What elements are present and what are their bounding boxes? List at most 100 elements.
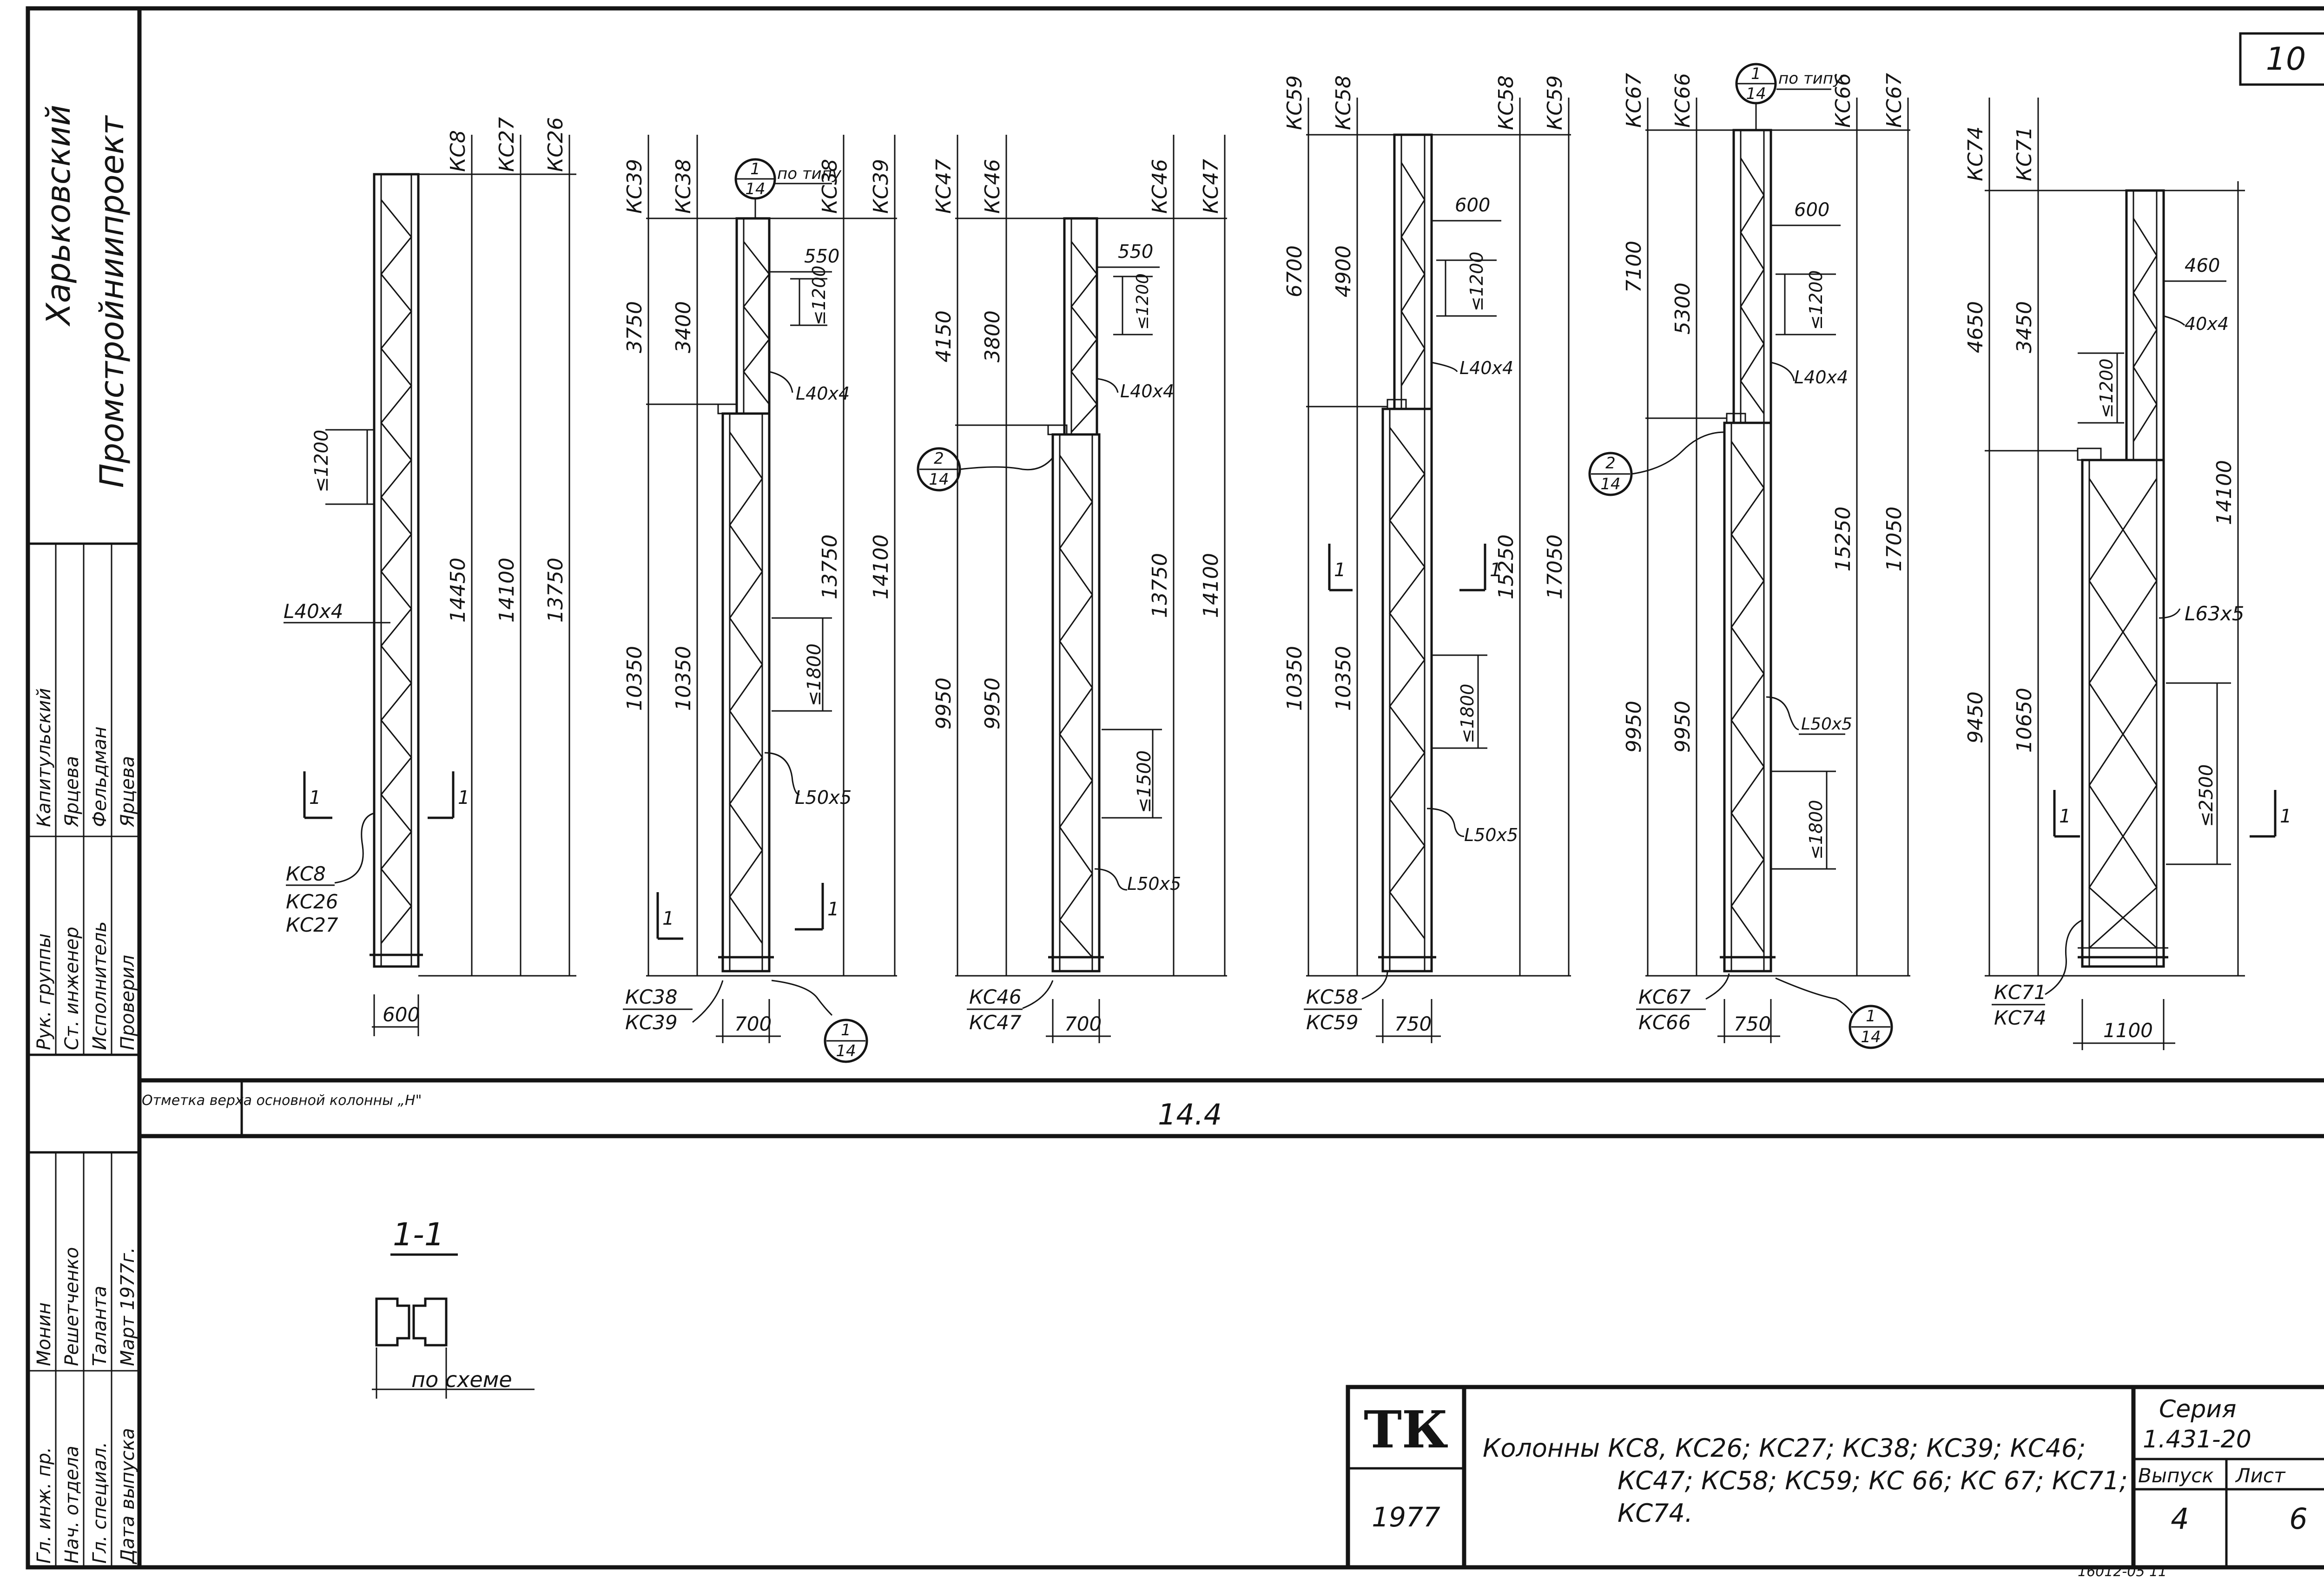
col6-bottom-panel: ≤2500 [2196, 764, 2217, 827]
col3-mark-4: КС47 [1199, 159, 1223, 214]
col3-bottom-dim-2: 9950 [981, 677, 1004, 730]
col4-mark-1: КС59 [1283, 75, 1307, 130]
col3-width: 700 [1064, 1013, 1102, 1035]
col4-callout-2: КС59 [1306, 1011, 1359, 1034]
col5-mark-1: КС67 [1622, 73, 1646, 128]
col6-top-spacing: 460 [2185, 255, 2220, 276]
approval-role-4: Дата выпуска [117, 1428, 139, 1565]
svg-text:14: 14 [1861, 1028, 1881, 1046]
column-3-upper [1063, 217, 1098, 436]
col3-callout-2: КС47 [969, 1011, 1022, 1034]
col6-bottom-dim-3: 14100 [2212, 460, 2236, 525]
col3-top-panel: ≤1200 [1133, 273, 1152, 330]
section-profile-left [375, 1297, 410, 1347]
col2-width: 700 [734, 1013, 772, 1035]
col2-top-spacing: 550 [804, 246, 839, 267]
sign-role-2: Ст. инженер [61, 927, 83, 1050]
column-6: КС74 КС71 4650 3450 9450 10650 14100 ≤12… [1964, 98, 2291, 1050]
col1-panel: ≤1200 [311, 430, 332, 493]
col5-top-angle: L40x4 [1794, 367, 1848, 388]
col6-cut-mark-right: 1 [2250, 790, 2291, 838]
approval-role-2: Нач. отдела [61, 1446, 83, 1564]
elevation-label: Отметка верха основной колонны „Н" [142, 1092, 422, 1109]
col6-mark-1: КС74 [1964, 126, 1987, 181]
svg-text:1: 1 [309, 787, 321, 809]
column-5-lower [1720, 413, 1776, 973]
col3-bottom-dim-4: 14100 [1199, 553, 1223, 618]
col4-top-panel: ≤1200 [1466, 251, 1487, 311]
col5-bottom-dim-4: 17050 [1882, 506, 1906, 572]
svg-text:14: 14 [745, 180, 765, 198]
col3-node-callout: 2 14 [917, 447, 1054, 492]
col3-bottom-angle: L50x5 [1127, 874, 1181, 894]
col2-bottom-dim-2: 10350 [672, 646, 695, 711]
page-number-box [2239, 32, 2324, 86]
col5-bottom-dim-3: 15250 [1831, 506, 1855, 572]
svg-text:1: 1 [750, 160, 760, 178]
organization-line2: Промстройниипроект [93, 115, 131, 488]
col2-base-node-callout: 1 14 [771, 980, 868, 1063]
elevation-value: 14.4 [1158, 1098, 1222, 1131]
sign-name-4: Ярцева [117, 756, 139, 828]
svg-text:14: 14 [929, 470, 949, 489]
col4-top-dim-1: 6700 [1283, 245, 1307, 297]
column-4-lower [1378, 399, 1436, 973]
col6-width: 1100 [2103, 1019, 2153, 1042]
svg-text:1: 1 [1490, 559, 1501, 581]
col6-mark-2: КС71 [2013, 126, 2036, 181]
col3-bottom-dim-1: 9950 [932, 677, 956, 730]
svg-text:1: 1 [1334, 559, 1346, 581]
col5-bottom-dim-2: 9950 [1671, 701, 1695, 753]
sign-name-3: Фельдман [89, 726, 111, 827]
col2-bottom-dim-3: 13750 [818, 534, 842, 599]
col3-mark-2: КС46 [981, 159, 1004, 214]
title-line-3: КС74. [1618, 1499, 1693, 1528]
col1-callout-3: КС27 [286, 914, 338, 936]
column-3-lower [1047, 424, 1104, 973]
col2-mark-2: КС38 [672, 159, 695, 214]
svg-text:1: 1 [662, 908, 674, 929]
col3-top-spacing: 550 [1118, 241, 1153, 263]
section-title: 1-1 [393, 1216, 444, 1253]
col6-top-panel: ≤1200 [2096, 358, 2117, 418]
sign-name-1: Капитульский [33, 688, 55, 827]
svg-text:14: 14 [1746, 85, 1766, 103]
col5-base-node-callout: 1 14 [1775, 977, 1893, 1049]
col2-mark-3: КС38 [818, 159, 842, 214]
page-number: 10 [2266, 41, 2306, 78]
svg-text:по типу: по типу [777, 164, 842, 183]
col4-callout-1: КС58 [1306, 986, 1359, 1008]
section-note: по схеме [411, 1367, 512, 1392]
sheet-label: Лист [2235, 1464, 2286, 1487]
col6-top-dim-1: 4650 [1964, 301, 1987, 353]
col4-mark-2: КС58 [1332, 75, 1355, 130]
svg-text:1: 1 [2280, 806, 2291, 827]
col5-mid-node-sheet: 14 [1600, 475, 1620, 493]
col6-bottom-dim-1: 9450 [1964, 691, 1987, 743]
svg-text:1: 1 [1866, 1007, 1876, 1026]
col5-bottom-dim-1: 9950 [1622, 701, 1646, 753]
col5-bottom-panel: ≤1800 [1806, 800, 1826, 860]
svg-text:по типу: по типу [1778, 69, 1843, 88]
col6-top-dim-2: 3450 [2013, 301, 2036, 353]
col5-callout-1: КС67 [1638, 986, 1691, 1008]
col3-top-dim-1: 4150 [932, 310, 956, 362]
column-4: КС59 КС58 КС58 КС59 6700 4900 10350 1035… [1283, 75, 1571, 1043]
sign-role-3: Исполнитель [89, 921, 111, 1050]
col3-mark-3: КС46 [1148, 159, 1172, 214]
col4-top-dim-2: 4900 [1332, 245, 1355, 297]
series-value: 1.431-20 [2143, 1426, 2251, 1453]
col2-bottom-angle: L50x5 [795, 787, 852, 809]
col5-callout-2: КС66 [1638, 1011, 1691, 1034]
col5-mid-node-num: 2 [1605, 454, 1616, 473]
approval-name-3: Таланта [89, 1286, 111, 1366]
col4-mark-3: КС58 [1494, 75, 1518, 130]
column-5-upper [1732, 129, 1772, 424]
col5-width: 750 [1734, 1013, 1771, 1035]
col4-cut-mark-right: 1 [1459, 544, 1501, 592]
sign-role-4: Проверил [117, 955, 139, 1050]
col2-top-dim-1: 3750 [623, 301, 647, 353]
col3-bottom-panel: ≤1500 [1134, 750, 1155, 813]
col2-cut-mark-left: 1 [656, 892, 683, 940]
